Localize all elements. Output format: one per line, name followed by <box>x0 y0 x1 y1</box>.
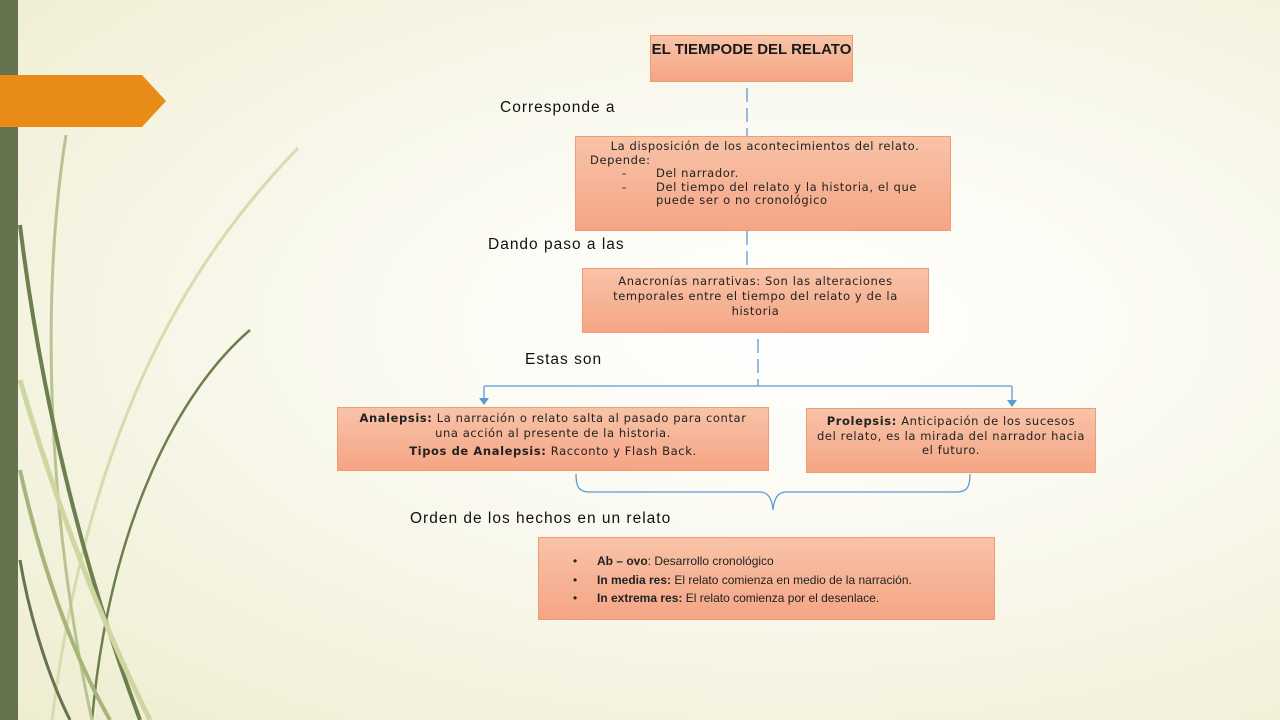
dash-marker: - <box>622 166 627 180</box>
depende-label: Depende: <box>590 152 651 167</box>
depende-item-text: Del tiempo del relato y la historia, el … <box>656 179 918 207</box>
orden-term: In extrema res: <box>597 591 683 605</box>
orange-arrow-tab <box>0 75 166 127</box>
depende-item-text: Del narrador. <box>656 166 739 180</box>
orden-box: Ab – ovo: Desarrollo cronológico In medi… <box>538 537 995 620</box>
analepsis-term: Analepsis: <box>359 411 433 425</box>
list-item: In media res: El relato comienza en medi… <box>573 571 984 590</box>
prolepsis-def: Anticipación de los sucesos del relato, … <box>817 414 1085 457</box>
analepsis-def: La narración o relato salta al pasado pa… <box>432 411 747 440</box>
analepsis-definition: Analepsis: La narración o relato salta a… <box>346 411 760 441</box>
disposicion-box: La disposición de los acontecimientos de… <box>575 136 951 231</box>
left-accent-bar <box>0 0 18 720</box>
orden-term: Ab – ovo <box>597 554 648 568</box>
label-orden: Orden de los hechos en un relato <box>410 510 672 527</box>
orden-text: El relato comienza en medio de la narrac… <box>671 572 912 587</box>
disposicion-text: La disposición de los acontecimientos de… <box>610 139 920 153</box>
prolepsis-box: Prolepsis: Anticipación de los sucesos d… <box>806 408 1096 473</box>
analepsis-box: Analepsis: La narración o relato salta a… <box>337 407 769 471</box>
analepsis-types-text: Racconto y Flash Back. <box>546 444 697 458</box>
depende-item: - Del tiempo del relato y la historia, e… <box>590 179 940 208</box>
page-title: EL TIEMPODE DEL RELATO <box>651 41 852 58</box>
orden-term: In media res: <box>597 572 672 587</box>
prolepsis-term: Prolepsis: <box>826 414 897 428</box>
orden-list: Ab – ovo: Desarrollo cronológico In medi… <box>539 552 984 608</box>
label-corresponde: Corresponde a <box>500 99 616 116</box>
list-item: Ab – ovo: Desarrollo cronológico <box>573 552 984 571</box>
analepsis-types-term: Tipos de Analepsis: <box>409 444 547 458</box>
analepsis-types: Tipos de Analepsis: Racconto y Flash Bac… <box>346 444 760 459</box>
anacronias-text: Anacronías narrativas: Son las alteracio… <box>613 274 898 318</box>
anacronias-box: Anacronías narrativas: Son las alteracio… <box>582 268 929 333</box>
depende-item: - Del narrador. <box>590 166 940 181</box>
dash-marker: - <box>622 179 627 194</box>
list-item: In extrema res: El relato comienza por e… <box>573 589 984 608</box>
label-estas-son: Estas son <box>525 351 603 368</box>
title-box: EL TIEMPODE DEL RELATO <box>650 35 853 82</box>
orden-text: El relato comienza por el desenlace. <box>682 591 880 605</box>
label-dando-paso: Dando paso a las <box>488 236 625 253</box>
orden-text: : Desarrollo cronológico <box>647 554 774 568</box>
